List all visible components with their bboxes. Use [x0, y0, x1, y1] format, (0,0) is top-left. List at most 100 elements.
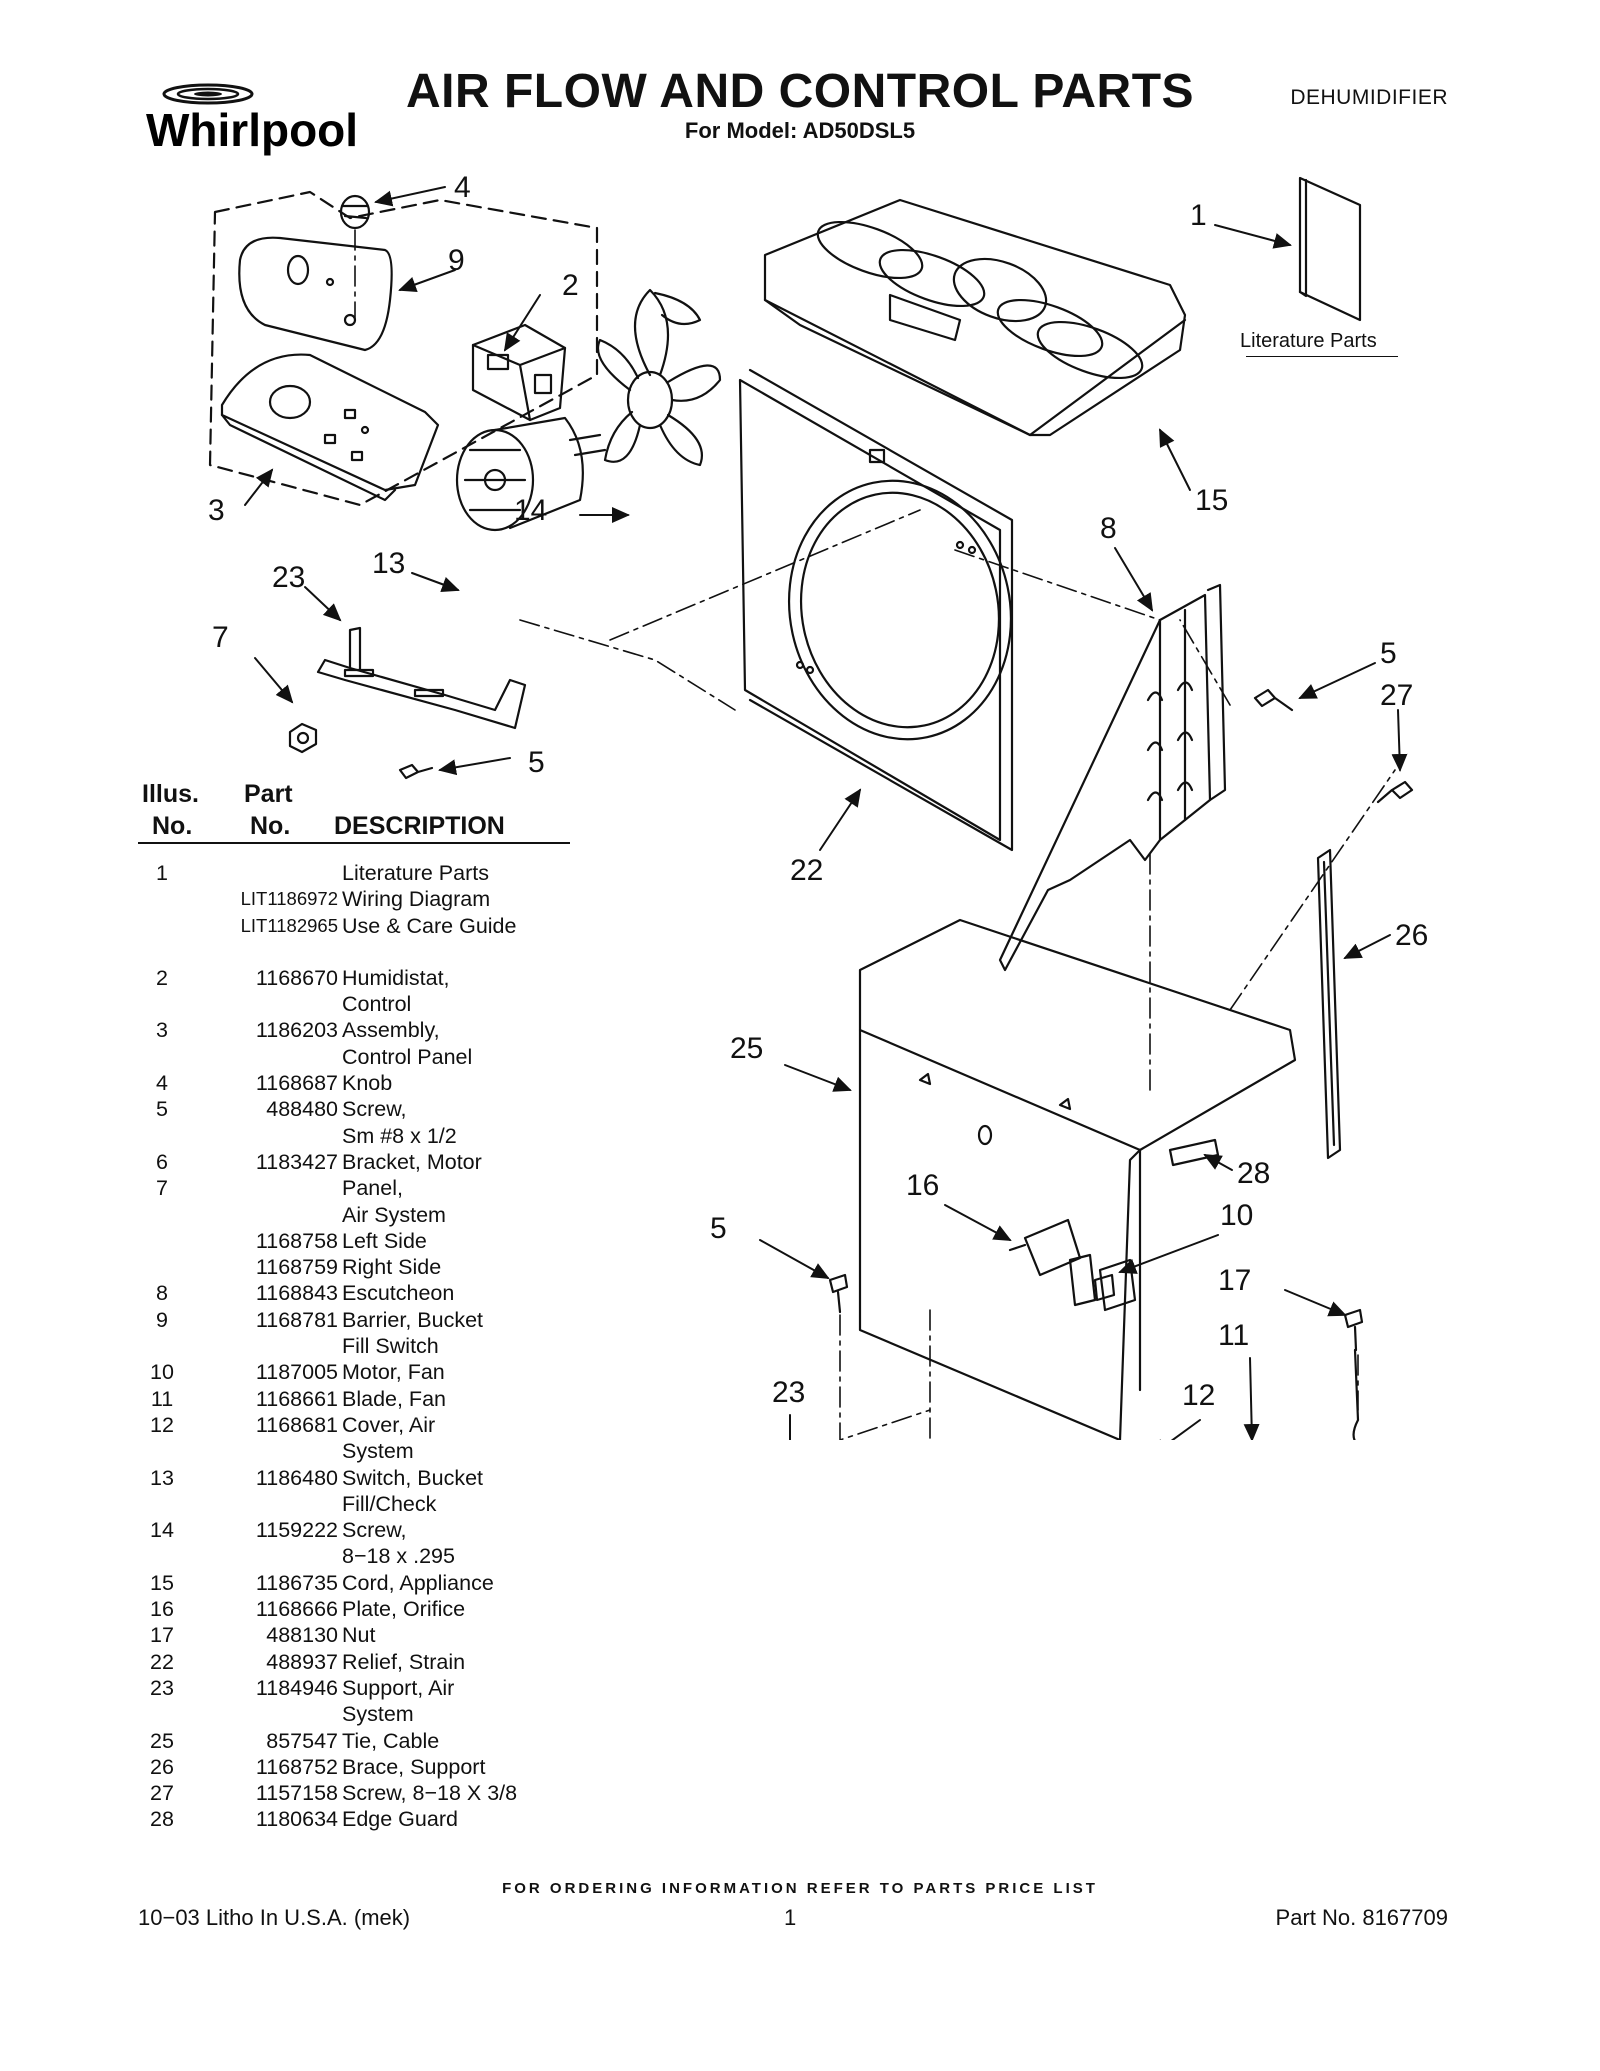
header-part-no: No.: [250, 812, 291, 840]
knob-part: [339, 194, 371, 230]
brace-support-part: [1316, 848, 1342, 1160]
exploded-parts-diagram: 4 1 2 9 3 14 15 13 23 8 7 5 5 27 22 26 2…: [208, 171, 1428, 1440]
control-panel-part: [220, 353, 440, 502]
literature-parts-label: Literature Parts: [1240, 330, 1377, 352]
callout-1: 1: [1190, 199, 1207, 232]
callout-15: 11: [1218, 1319, 1249, 1352]
parts-row: System: [342, 1702, 414, 1727]
callout-28: 28: [1237, 1157, 1270, 1190]
bucket-switch-part: [1008, 1218, 1082, 1277]
litho-note: 10−03 Litho In U.S.A. (mek): [138, 1905, 411, 1930]
callout-27: 27: [1380, 679, 1413, 712]
screw-part-lower-left: [398, 763, 434, 780]
callout-8: 9: [448, 244, 465, 277]
header-part: Part: [244, 780, 293, 808]
literature-book-part: [1298, 176, 1362, 322]
document-part-number: Part No. 8167709: [1275, 1905, 1448, 1930]
parts-row: System: [342, 1439, 414, 1464]
screw-part-lower: [828, 1273, 849, 1314]
parts-row: Fill Switch: [342, 1334, 439, 1359]
product-category: DEHUMIDIFIER: [1290, 86, 1448, 109]
parts-table-header: Illus. No. Part No. DESCRIPTION: [138, 780, 568, 850]
nut-part: [288, 722, 318, 754]
callout-7: 8: [1100, 512, 1117, 545]
humidistat-part: [471, 323, 567, 422]
callout-2: 2: [562, 269, 579, 302]
parts-row: Sm #8 x 1/2: [342, 1123, 457, 1148]
whirlpool-swirl-icon: Whirlpool: [146, 83, 358, 156]
header-description: DESCRIPTION: [334, 812, 505, 840]
parts-row: 8−18 x .295: [342, 1544, 455, 1569]
screw-part-14: [1343, 1308, 1364, 1352]
callout-12: 15: [1195, 484, 1228, 517]
fan-motor-part: [455, 416, 607, 532]
literature-label-underline: [1246, 356, 1398, 357]
header-illus-no: No.: [152, 812, 193, 840]
callout-17: 23: [272, 561, 305, 594]
fan-blade-part: [596, 288, 722, 467]
header-illus: Illus.: [142, 780, 199, 808]
parts-row: Air System: [342, 1202, 446, 1227]
switch-barrier-part: [1093, 1273, 1116, 1302]
callout-5-lower: 5: [710, 1212, 727, 1245]
callout-23: 25: [730, 1032, 763, 1065]
callout-13: 16: [906, 1169, 939, 1202]
page-title: AIR FLOW AND CONTROL PARTS: [405, 65, 1195, 118]
callout-14: 17: [1218, 1264, 1251, 1297]
brand-wordmark: Whirlpool: [146, 104, 358, 156]
orifice-plate-part: [738, 368, 1014, 852]
model-subtitle: For Model: AD50DSL5: [684, 118, 916, 143]
callout-26: 26: [1395, 919, 1428, 952]
callout-16: 22: [790, 854, 823, 887]
callout-3: 3: [208, 494, 225, 527]
assembly-guide-lines: [354, 229, 1396, 1440]
parts-row: Control Panel: [342, 1044, 473, 1069]
air-system-cover-part: [763, 198, 1187, 437]
callout-numbers: 4 1 2 9 3 14 15 13 23 8 7 5 5 27 22 26 2…: [208, 171, 1428, 1412]
callout-4: 4: [454, 171, 471, 204]
screw-part-right: [1253, 688, 1294, 712]
leader-arrows: [244, 186, 1408, 1440]
callout-9: 10: [1220, 1199, 1253, 1232]
air-system-support-part: [858, 918, 1297, 1440]
ordering-note: FOR ORDERING INFORMATION REFER TO PARTS …: [502, 1880, 1098, 1897]
motor-bracket-part: [316, 626, 527, 730]
edge-guard-part: [1168, 1138, 1220, 1167]
page-number: 1: [784, 1905, 797, 1930]
callout-5-left: 5: [528, 746, 545, 779]
header-rule: [138, 842, 570, 844]
parts-row: Fill/Check: [342, 1491, 437, 1516]
callout-6: 7: [212, 621, 229, 654]
callout-22: 12: [1182, 1379, 1215, 1412]
callout-11: 14: [514, 494, 547, 527]
callout-5-right: 5: [1380, 637, 1397, 670]
power-cord-part: [1352, 1348, 1360, 1440]
callout-10: 13: [372, 547, 405, 580]
